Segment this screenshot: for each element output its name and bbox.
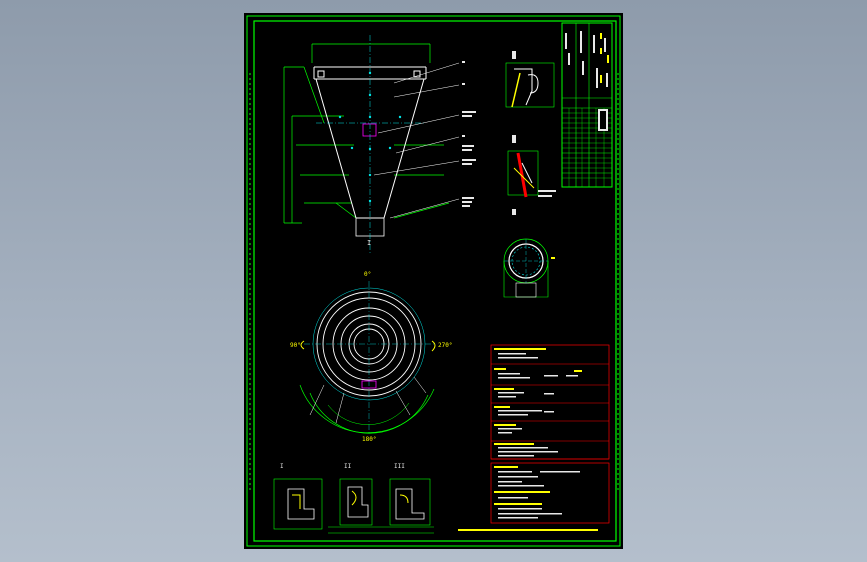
- weld-details: I II III: [273, 463, 598, 534]
- angle-label-bottom: 180°: [362, 436, 376, 443]
- detail-view-upper: [505, 51, 555, 108]
- section-mark-label: I: [367, 239, 371, 247]
- technical-requirements-table: [490, 344, 610, 524]
- title-block: [561, 22, 613, 188]
- cad-drawing: I: [246, 15, 621, 547]
- detail-iii-label: III: [394, 463, 405, 470]
- drawing-sheet: I: [244, 13, 623, 549]
- sheet-frame: [246, 15, 621, 547]
- plan-view: 0° 90° 270° 180°: [290, 271, 452, 443]
- cone-elevation-view: I: [283, 35, 476, 253]
- detail-i-label: I: [280, 463, 284, 470]
- angle-label-right: 270°: [438, 342, 452, 349]
- detail-view-middle: [507, 135, 556, 198]
- angle-label-top: 0°: [364, 271, 371, 278]
- detail-ii-label: II: [344, 463, 352, 470]
- pipe-section-view: [503, 209, 555, 298]
- angle-label-left: 90°: [290, 342, 301, 349]
